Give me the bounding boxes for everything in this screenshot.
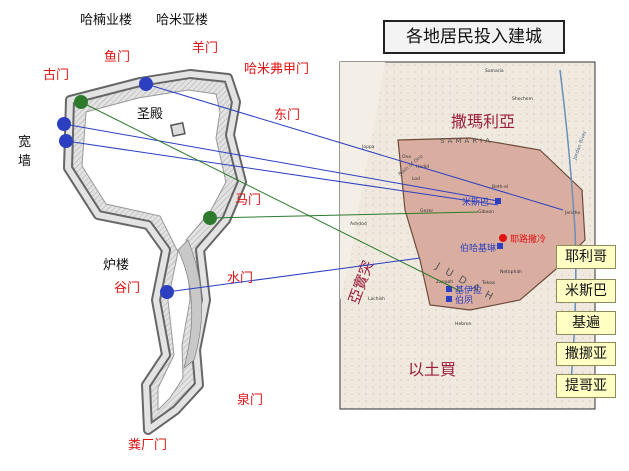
town-beth-haccherem: 伯哈基琳 — [460, 242, 503, 254]
horse-gate-marker — [203, 211, 217, 225]
furnace-tower-label: 炉楼 — [103, 258, 129, 273]
town-shechem: Shechem — [512, 96, 533, 102]
legend-item-tekoa: 提哥亚 — [556, 374, 616, 398]
horse-gate-label: 马门 — [235, 193, 261, 208]
broad-wall-char-1: 宽 — [18, 134, 31, 150]
fish-gate-marker — [139, 77, 153, 91]
line-horse-gate-gibeon — [209, 211, 479, 219]
fountain-gate-label: 泉门 — [237, 392, 263, 408]
town-ono: Ono — [402, 154, 411, 160]
temple-label: 圣殿 — [137, 107, 163, 122]
line-valley-gate-zanoah — [166, 257, 421, 293]
legend-item-gibeon: 基遍 — [556, 311, 616, 335]
fish-gate-label: 鱼门 — [104, 49, 130, 65]
dung-gate-label: 粪厂门 — [128, 438, 167, 453]
returned-exiles-region — [397, 137, 586, 311]
town-gibeon: Gibeon — [478, 209, 494, 215]
town-keilah: 基伊拉 — [446, 284, 482, 296]
keilah-marker — [446, 286, 452, 292]
town-bethel: Beth-el — [492, 184, 508, 190]
valley-gate-marker — [160, 285, 174, 299]
city-wall — [63, 69, 247, 435]
town-beth-zur: 伯夙 — [446, 294, 473, 306]
map-title: 各地居民投入建城 — [383, 20, 565, 54]
beth-haccherem-label: 伯哈基琳 — [460, 242, 496, 254]
hammeah-tower-label: 哈米亚楼 — [156, 13, 208, 28]
line-fish-gate-jericho — [145, 83, 564, 211]
broad-wall-marker-1 — [57, 117, 71, 131]
jerusalem-marker — [499, 234, 507, 242]
hananel-tower-label: 哈楠业楼 — [80, 13, 132, 28]
town-joppa: Joppa — [361, 144, 375, 150]
town-jericho: Jericho — [564, 210, 581, 216]
line-broad-wall-mizpah-2 — [65, 140, 499, 206]
line-old-gate-keilah — [80, 101, 461, 292]
broad-wall-char-2: 墙 — [18, 154, 31, 169]
broad-wall-marker-2 — [59, 134, 73, 148]
town-samaria: Samaria — [485, 68, 504, 74]
keilah-label: 基伊拉 — [455, 284, 482, 296]
valley-gate-label: 谷门 — [114, 281, 140, 296]
beth-zur-label: 伯夙 — [455, 294, 473, 306]
samaria-label: 撒瑪利亞 SAMARIA — [440, 112, 515, 145]
town-ashdod: Ashdod — [350, 221, 367, 227]
town-lachish: Lachish — [368, 296, 385, 302]
water-gate-label: 水门 — [227, 271, 253, 286]
town-jerusalem: 耶路撒冷 — [499, 233, 546, 245]
east-gate-label: 东门 — [274, 108, 300, 123]
jerusalem-label: 耶路撒冷 — [510, 233, 546, 245]
beth-haccherem-marker — [497, 243, 503, 249]
miphkad-gate-label: 哈米弗甲门 — [244, 62, 309, 77]
town-gezer: Gezer — [420, 208, 433, 214]
region-map: Jordan River 撒瑪利亞 SAMARIA Plain of Ono J… — [339, 61, 596, 410]
legend-item-mizpah: 米斯巴 — [556, 279, 616, 303]
temple-marker — [169, 121, 186, 138]
broad-wall-label: 宽 墙 — [18, 134, 31, 169]
beth-zur-marker — [446, 296, 452, 302]
legend-item-jericho: 耶利哥 — [556, 245, 616, 269]
town-lod: Lod — [412, 176, 420, 182]
town-netophah: Netophah — [500, 269, 522, 275]
old-gate-marker — [74, 95, 88, 109]
small-towns: Samaria Shechem Joppa Ono Lod Hadid Jeri… — [350, 68, 581, 327]
connection-lines — [63, 83, 564, 293]
jordan-river — [559, 69, 577, 396]
sheep-gate-label: 羊门 — [192, 40, 218, 56]
wall-labels: 哈楠业楼 哈米亚楼 羊门 鱼门 古门 哈米弗甲门 圣殿 东门 马门 炉楼 水门 … — [43, 13, 309, 453]
sea-area — [340, 62, 385, 300]
edom-label: 以土買 — [408, 360, 456, 379]
town-tekoa: Tekoa — [481, 280, 495, 286]
wall-markers — [57, 77, 217, 299]
samaria-name: 撒瑪利亞 — [451, 112, 515, 131]
town-hebron: Hebron — [455, 321, 472, 327]
line-broad-wall-mizpah-1 — [63, 123, 499, 202]
town-hadid: Hadid — [416, 164, 429, 170]
legend-item-zanoah: 撒挪亚 — [556, 342, 616, 366]
city-of-david — [177, 239, 203, 370]
samaria-latin: SAMARIA — [440, 137, 493, 145]
town-zanoah: Zanoah — [436, 279, 453, 285]
old-gate-label: 古门 — [43, 68, 69, 83]
